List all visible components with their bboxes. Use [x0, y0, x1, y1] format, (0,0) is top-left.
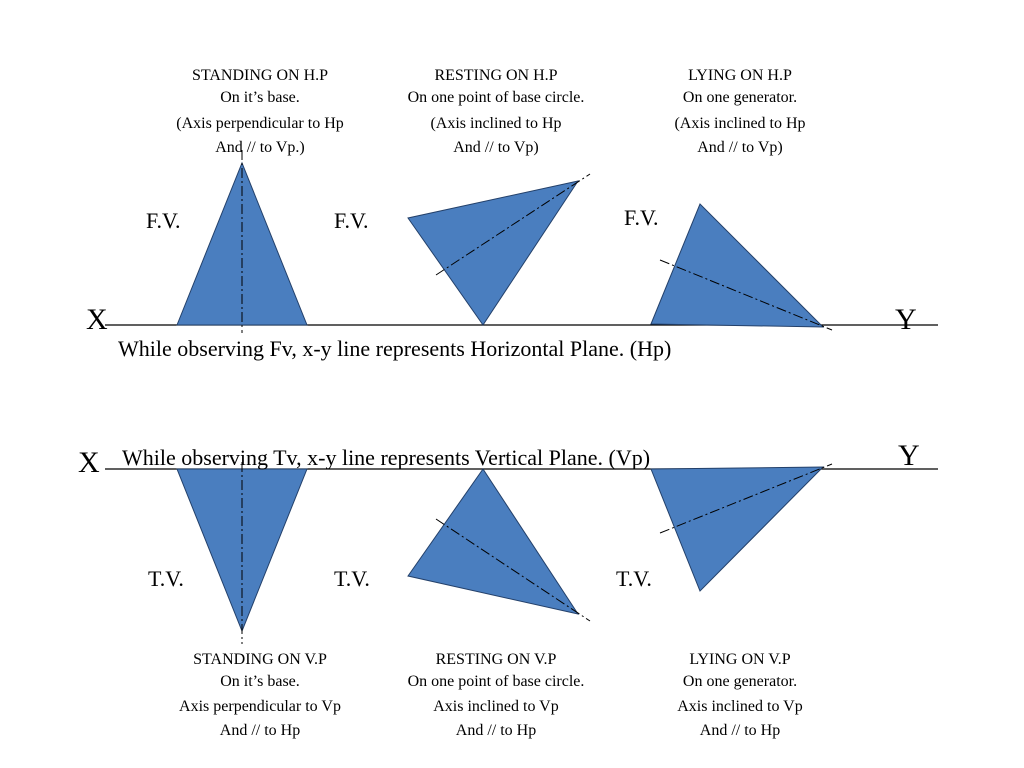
caption-line: On it’s base.: [220, 673, 300, 690]
caption-line: And // to Vp): [697, 139, 783, 156]
caption-title: LYING ON H.P: [688, 67, 792, 84]
caption-line: And // to Hp: [219, 722, 301, 739]
tv-label-lying: T.V.: [616, 566, 652, 591]
caption-lying-hp: LYING ON H.P On one generator. (Axis inc…: [630, 64, 850, 160]
caption-line: Axis perpendicular to Vp: [179, 698, 341, 715]
caption-line: And // to Hp: [455, 722, 537, 739]
fv-resting-axis: [435, 173, 591, 276]
caption-line: (Axis inclined to Hp: [430, 115, 562, 132]
caption-resting-vp: RESTING ON V.P On one point of base circ…: [376, 648, 616, 743]
caption-standing-hp: STANDING ON H.P On it’s base. (Axis perp…: [145, 64, 375, 160]
y-label-top: Y: [895, 303, 917, 336]
hp-note: While observing Fv, x-y line represents …: [118, 336, 672, 361]
tv-resting-axis: [435, 518, 591, 622]
caption-title: LYING ON V.P: [689, 651, 791, 668]
caption-line: And // to Vp.): [215, 139, 305, 156]
fv-label-standing: F.V.: [146, 208, 181, 233]
caption-line: (Axis perpendicular to Hp: [176, 115, 344, 132]
caption-line: On it’s base.: [220, 89, 300, 106]
caption-line: On one generator.: [682, 673, 798, 690]
x-label-bottom: X: [78, 446, 100, 479]
fv-label-resting: F.V.: [334, 208, 369, 233]
caption-standing-vp: STANDING ON V.P On it’s base. Axis perpe…: [145, 648, 375, 743]
caption-line: And // to Vp): [453, 139, 539, 156]
caption-title: RESTING ON H.P: [434, 67, 558, 84]
caption-line: Axis inclined to Vp: [677, 698, 803, 715]
caption-title: STANDING ON H.P: [191, 67, 329, 84]
y-label-bottom: Y: [898, 439, 920, 472]
caption-line: On one point of base circle.: [407, 673, 585, 690]
caption-resting-hp: RESTING ON H.P On one point of base circ…: [376, 64, 616, 160]
vp-note: While observing Tv, x-y line represents …: [122, 445, 651, 470]
caption-line: (Axis inclined to Hp: [674, 115, 806, 132]
tv-label-standing: T.V.: [148, 566, 184, 591]
fv-resting-triangle: [407, 180, 580, 326]
tv-resting-triangle: [407, 468, 580, 615]
caption-title: RESTING ON V.P: [435, 651, 557, 668]
tv-lying-axis: [659, 463, 833, 534]
caption-line: And // to Hp: [699, 722, 781, 739]
tv-lying-triangle: [650, 466, 825, 592]
x-label-top: X: [86, 303, 108, 336]
tv-label-resting: T.V.: [334, 566, 370, 591]
fv-label-lying: F.V.: [624, 205, 659, 230]
caption-line: On one point of base circle.: [407, 89, 585, 106]
fv-lying-triangle: [650, 203, 825, 328]
caption-line: Axis inclined to Vp: [433, 698, 559, 715]
caption-title: STANDING ON V.P: [193, 651, 327, 668]
fv-lying-axis: [659, 259, 833, 331]
caption-lying-vp: LYING ON V.P On one generator. Axis incl…: [630, 648, 850, 743]
caption-line: On one generator.: [682, 89, 798, 106]
